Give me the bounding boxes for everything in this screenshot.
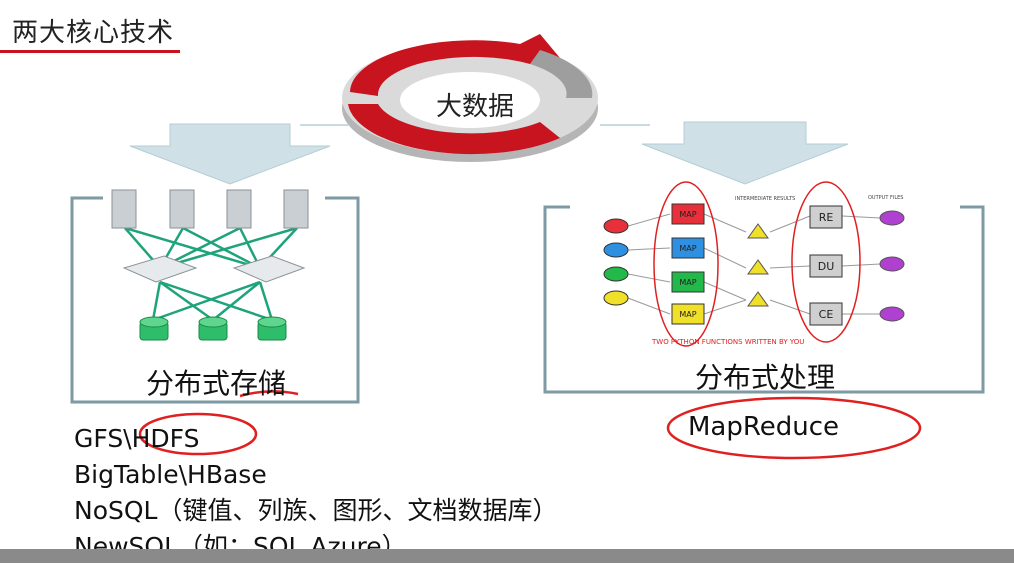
processing-label: 分布式处理 xyxy=(695,361,836,394)
output-file-icon xyxy=(879,256,905,272)
map-block xyxy=(671,203,705,225)
storage-cluster-diagram xyxy=(111,189,309,341)
storage-underline-annotation xyxy=(239,390,299,398)
storage-box xyxy=(70,196,360,404)
map-block xyxy=(671,271,705,293)
input-file-icon xyxy=(603,266,629,282)
server-icon xyxy=(111,189,137,229)
technology-item: NoSQL（键值、列族、图形、文档数据库） xyxy=(74,496,558,525)
reduce-label: DU xyxy=(818,260,835,273)
storage-label: 分布式存储 xyxy=(146,367,287,400)
server-icon xyxy=(283,189,309,229)
technology-item: BigTable\HBase xyxy=(74,460,267,489)
reduce-block xyxy=(809,302,843,326)
map-block xyxy=(671,237,705,259)
slide-title: 两大核心技术 xyxy=(12,18,175,48)
intermediate-result-icon xyxy=(747,291,769,307)
input-file-icon xyxy=(603,290,629,306)
map-annotation-circle xyxy=(653,181,719,347)
mapreduce-diagram: MAP MAP MAP MAP RE DU CE INTERMEDIATE xyxy=(603,181,905,347)
down-arrow-right xyxy=(641,121,849,185)
input-file-icon xyxy=(603,242,629,258)
down-arrow-left xyxy=(129,123,331,185)
output-label: OUTPUT FILES xyxy=(868,195,903,201)
intermediate-result-icon xyxy=(747,259,769,275)
reduce-annotation-circle xyxy=(791,181,861,343)
big-data-label: 大数据 xyxy=(436,92,515,122)
reduce-label: RE xyxy=(819,211,834,224)
storage-technology-list: GFS\HDFS BigTable\HBase NoSQL（键值、列族、图形、文… xyxy=(74,421,557,565)
processing-box xyxy=(543,205,985,394)
server-icon xyxy=(169,189,195,229)
mapreduce-annotation-circle xyxy=(666,396,922,460)
reduce-block xyxy=(809,254,843,278)
bottom-scroll-bar[interactable] xyxy=(0,549,1014,563)
input-file-icon xyxy=(603,218,629,234)
reduce-label: CE xyxy=(819,308,834,321)
mapreduce-label: MapReduce xyxy=(688,412,840,442)
big-data-ring-icon xyxy=(342,34,598,162)
switch-icon xyxy=(122,255,198,283)
output-file-icon xyxy=(879,306,905,322)
intermediate-label: INTERMEDIATE RESULTS xyxy=(735,196,795,202)
switch-icon xyxy=(232,255,306,283)
output-file-icon xyxy=(879,210,905,226)
title-underline xyxy=(0,50,180,53)
intermediate-result-icon xyxy=(747,223,769,239)
map-label: MAP xyxy=(679,310,696,319)
map-block xyxy=(671,303,705,325)
map-label: MAP xyxy=(679,244,696,253)
technology-item: GFS\HDFS xyxy=(74,424,200,453)
map-label: MAP xyxy=(679,278,696,287)
diagram-caption: TWO PYTHON FUNCTIONS WRITTEN BY YOU xyxy=(651,338,804,346)
reduce-block xyxy=(809,205,843,229)
server-icon xyxy=(226,189,252,229)
map-label: MAP xyxy=(679,210,696,219)
hdfs-annotation-circle xyxy=(138,412,258,456)
